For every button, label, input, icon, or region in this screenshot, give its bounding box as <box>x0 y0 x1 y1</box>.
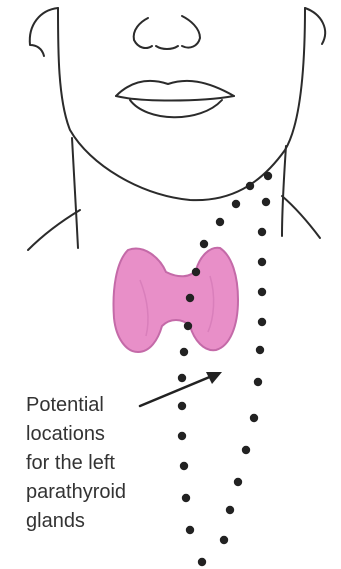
caption-line: Potential <box>26 391 176 420</box>
location-dot <box>192 268 200 276</box>
location-dot <box>232 200 240 208</box>
caption-line: for the left <box>26 449 176 478</box>
location-dot <box>216 218 224 226</box>
location-dot <box>258 288 266 296</box>
location-dot <box>250 414 258 422</box>
shoulder-left <box>28 210 80 250</box>
location-dot <box>186 294 194 302</box>
location-dot <box>178 402 186 410</box>
nose <box>134 16 200 49</box>
location-dot <box>256 346 264 354</box>
left-ear <box>30 8 58 56</box>
caption-label: Potential locations for the left parathy… <box>26 391 176 536</box>
location-dot <box>198 558 206 566</box>
neck-outline <box>28 138 320 250</box>
neck-right-line <box>282 146 286 236</box>
location-dot <box>246 182 254 190</box>
location-dot <box>264 172 272 180</box>
caption-line: parathyroid <box>26 478 176 507</box>
thyroid-gland <box>114 248 238 352</box>
location-dot <box>200 240 208 248</box>
location-dot <box>262 198 270 206</box>
location-dot <box>234 478 242 486</box>
location-dot <box>242 446 250 454</box>
jaw-line <box>58 8 305 200</box>
location-dot <box>258 318 266 326</box>
location-dot <box>220 536 228 544</box>
location-dot <box>182 494 190 502</box>
location-dot <box>258 228 266 236</box>
location-dot <box>178 432 186 440</box>
location-dot <box>184 322 192 330</box>
caption-line: locations <box>26 420 176 449</box>
shoulder-right <box>282 196 320 238</box>
caption-line: glands <box>26 507 176 536</box>
location-dot <box>180 462 188 470</box>
location-dot <box>254 378 262 386</box>
neck-left-line <box>72 138 78 248</box>
location-dot <box>180 348 188 356</box>
right-ear <box>305 8 325 44</box>
location-dot <box>226 506 234 514</box>
location-dot <box>258 258 266 266</box>
mouth <box>116 81 234 117</box>
location-dot <box>186 526 194 534</box>
location-dot <box>178 374 186 382</box>
dot-column-right <box>220 172 272 544</box>
